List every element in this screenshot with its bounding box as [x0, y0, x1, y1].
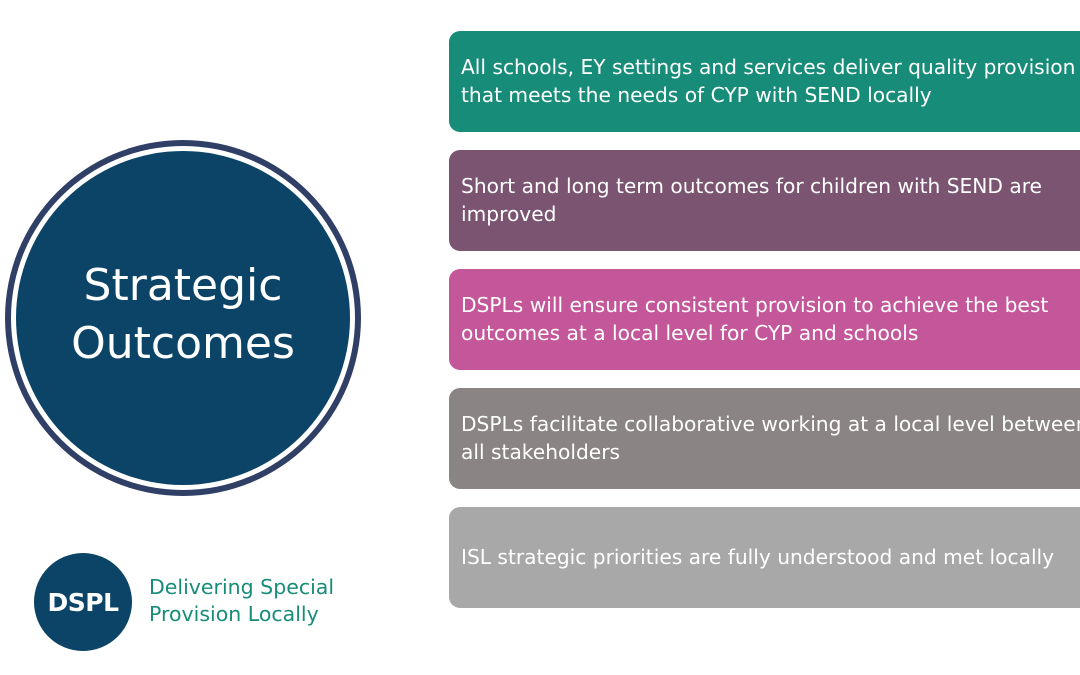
title-circle-ring: Strategic Outcomes: [11, 146, 355, 490]
logo-tagline: Delivering Special Provision Locally: [149, 575, 335, 626]
title-circle-fill: Strategic Outcomes: [16, 151, 350, 485]
outcome-text-3: DSPLs will ensure consistent provision t…: [461, 292, 1049, 345]
dspl-logo: DSPL: [34, 553, 132, 651]
outcome-text-4: DSPLs facilitate collaborative working a…: [461, 411, 1080, 464]
outcome-box-5: ISL strategic priorities are fully under…: [449, 507, 1080, 608]
outcome-box-4: DSPLs facilitate collaborative working a…: [449, 388, 1080, 489]
outcome-box-1: All schools, EY settings and services de…: [449, 31, 1080, 132]
outcome-box-3: DSPLs will ensure consistent provision t…: [449, 269, 1080, 370]
outcome-box-2: Short and long term outcomes for childre…: [449, 150, 1080, 251]
outcome-text-2: Short and long term outcomes for childre…: [461, 173, 1042, 226]
slide-title: Strategic Outcomes: [71, 260, 295, 369]
outcome-text-1: All schools, EY settings and services de…: [461, 54, 1076, 107]
title-circle: Strategic Outcomes: [5, 140, 361, 496]
logo-letters: DSPL: [47, 587, 119, 617]
outcome-text-5: ISL strategic priorities are fully under…: [461, 544, 1055, 569]
